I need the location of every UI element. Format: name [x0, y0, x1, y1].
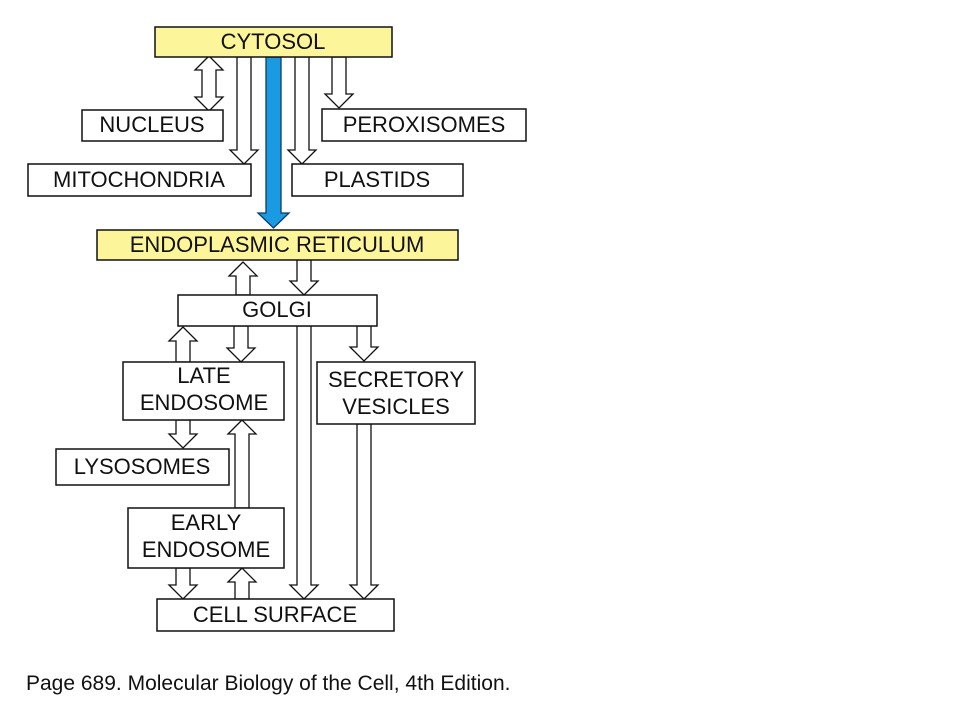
arrow-golgi-secretory-vesicles — [348, 325, 380, 362]
arrow-cytosol-mitochondria — [228, 56, 260, 165]
label-peroxisomes: PEROXISOMES — [343, 112, 506, 137]
box-lysosomes: LYSOSOMES — [55, 448, 230, 486]
box-secretory-vesicles: SECRETORY VESICLES — [316, 361, 476, 425]
label-endoplasmic-reticulum: ENDOPLASMIC RETICULUM — [130, 232, 425, 257]
arrow-cell-surface-early-endosome — [226, 567, 258, 600]
box-golgi: GOLGI — [177, 294, 378, 327]
box-mitochondria: MITOCHONDRIA — [27, 163, 252, 197]
arrow-cytosol-nucleus — [193, 55, 225, 112]
label-late-endosome-line2: ENDOSOME — [140, 390, 268, 415]
label-golgi: GOLGI — [242, 297, 312, 322]
box-peroxisomes: PEROXISOMES — [321, 108, 527, 142]
box-cytosol: CYTOSOL — [154, 26, 393, 58]
label-late-endosome-line1: LATE — [177, 363, 230, 388]
label-mitochondria: MITOCHONDRIA — [53, 167, 225, 192]
arrow-late-endosome-golgi — [167, 326, 199, 363]
arrow-cytosol-er — [256, 56, 291, 229]
label-early-endosome-line2: ENDOSOME — [142, 537, 270, 562]
label-cell-surface: CELL SURFACE — [193, 602, 357, 627]
arrows — [167, 55, 380, 600]
box-cell-surface: CELL SURFACE — [156, 598, 395, 632]
label-lysosomes: LYSOSOMES — [74, 454, 211, 479]
source-caption: Page 689. Molecular Biology of the Cell,… — [26, 672, 511, 695]
box-nucleus: NUCLEUS — [81, 109, 224, 142]
arrow-er-golgi — [288, 259, 320, 296]
arrow-golgi-late-endosome — [225, 325, 257, 363]
box-plastids: PLASTIDS — [291, 163, 464, 197]
box-endoplasmic-reticulum: ENDOPLASMIC RETICULUM — [96, 229, 459, 261]
arrow-late-endosome-lysosomes — [167, 419, 199, 449]
label-nucleus: NUCLEUS — [99, 112, 204, 137]
arrow-early-endosome-cell-surface — [167, 567, 199, 600]
box-early-endosome: EARLY ENDOSOME — [127, 507, 285, 569]
arrow-cytosol-peroxisomes — [323, 56, 355, 109]
label-plastids: PLASTIDS — [324, 167, 430, 192]
arrow-golgi-cell-surface — [288, 325, 320, 600]
label-secretory-vesicles-line1: SECRETORY — [328, 367, 464, 392]
arrow-early-endosome-late-endosome — [226, 419, 258, 509]
arrow-secretory-vesicles-cell-surface — [348, 423, 380, 600]
arrow-cytosol-plastids — [286, 56, 318, 165]
box-late-endosome: LATE ENDOSOME — [122, 361, 285, 421]
label-cytosol: CYTOSOL — [221, 29, 326, 54]
label-secretory-vesicles-line2: VESICLES — [342, 394, 450, 419]
label-early-endosome-line1: EARLY — [171, 510, 242, 535]
arrow-golgi-er-retrieval — [227, 261, 259, 296]
